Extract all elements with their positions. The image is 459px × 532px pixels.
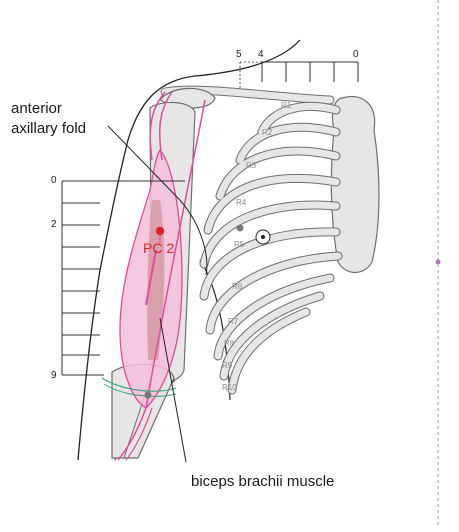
rib-label-r6: R6	[232, 282, 243, 291]
rib-label-r10: R10	[222, 383, 237, 392]
side-scale-label-second: 2	[51, 219, 57, 230]
edge-marker	[435, 259, 441, 265]
top-scale-label-right: 0	[353, 49, 359, 60]
side-scale	[61, 180, 185, 376]
top-scale-label-left: 5	[236, 49, 242, 60]
rib-label-r4: R4	[236, 198, 247, 207]
elbow-crease	[101, 377, 177, 392]
pc2-pointer-line	[145, 249, 157, 306]
side-scale-label-top: 0	[51, 175, 57, 186]
biceps-label: biceps brachii muscle	[191, 473, 334, 490]
rib-label-r3: R3	[246, 161, 257, 170]
rib-label-r5: R5	[234, 240, 245, 249]
biceps-tendon	[149, 91, 166, 161]
top-scale	[239, 61, 359, 90]
rib-label-r7: R7	[228, 317, 239, 326]
anterior-axillary-fold-label-line2: axillary fold	[11, 120, 86, 137]
chest-point-marker	[236, 224, 244, 232]
rib-label-r8: R8	[224, 339, 235, 348]
top-scale-label-mid: 4	[258, 49, 264, 60]
side-scale-label-bottom: 9	[51, 370, 57, 381]
biceps-leader	[159, 317, 187, 463]
rib-label-r2: R2	[262, 128, 273, 137]
anterior-axillary-fold-label-line1: anterior	[11, 100, 62, 117]
pc2-label: PC 2	[143, 240, 174, 256]
body-outline-left	[77, 39, 301, 461]
rib-label-r9: R9	[222, 361, 233, 370]
rib-label-r1: R1	[281, 101, 292, 110]
elbow-point-marker	[144, 391, 152, 399]
axillary-fold-leader	[107, 125, 208, 276]
pc2-point	[155, 226, 165, 236]
